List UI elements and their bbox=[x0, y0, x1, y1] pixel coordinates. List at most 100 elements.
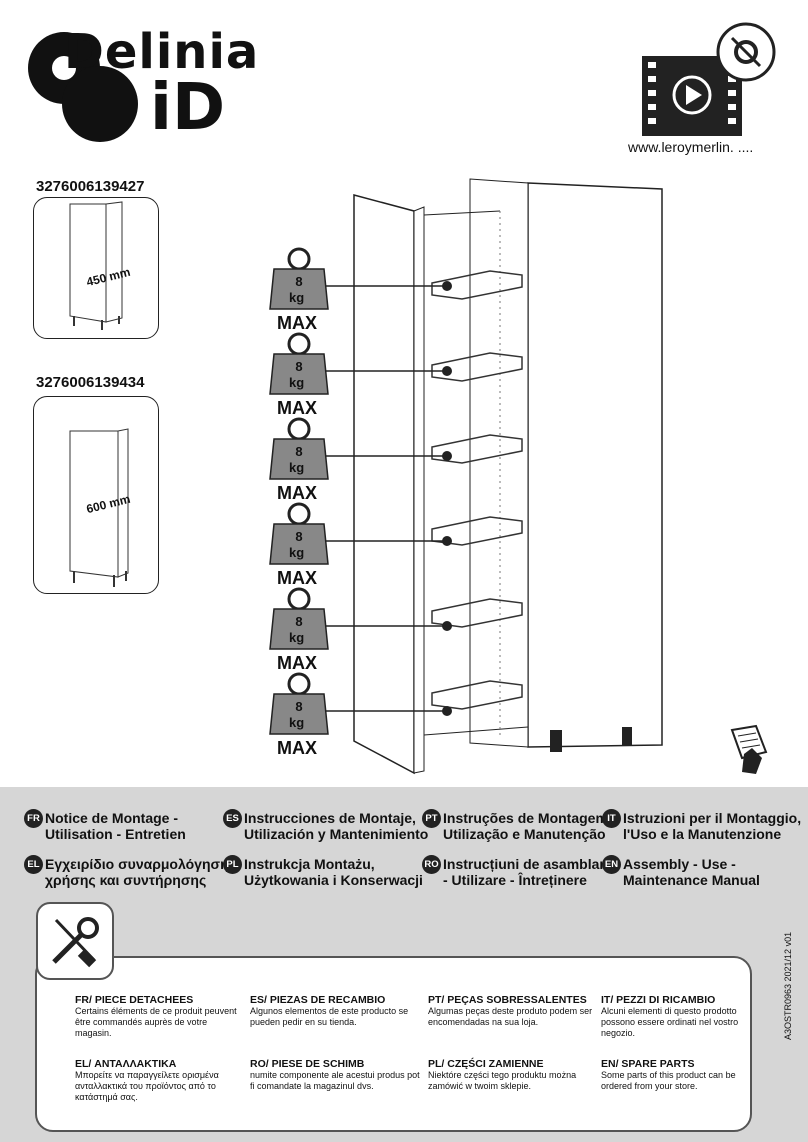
title-pl: PL Instrukcja Montażu,Użytkowania i Kons… bbox=[223, 855, 423, 888]
title-line: Notice de Montage - bbox=[45, 810, 179, 826]
lang-badge: EN bbox=[602, 855, 621, 874]
lang-badge: PL bbox=[223, 855, 242, 874]
title-pt: PT Instruções de Montagem,Utilização e M… bbox=[422, 809, 612, 842]
tools-box bbox=[36, 902, 114, 980]
weight-unit: kg bbox=[289, 460, 305, 475]
spare-text: Niektóre części tego produktu można zamó… bbox=[428, 1070, 577, 1091]
spare-text: Alcuni elementi di questo prodotto posso… bbox=[601, 1006, 739, 1038]
product-code-600: 3276006139434 bbox=[36, 374, 145, 391]
video-icon bbox=[642, 22, 776, 136]
cabinet-600-box: 600 mm bbox=[33, 396, 159, 594]
weight-value: 8 bbox=[295, 614, 303, 629]
spare-text: Algumas peças deste produto podem ser en… bbox=[428, 1006, 593, 1027]
pointer-line bbox=[325, 621, 452, 631]
weight-max: MAX bbox=[277, 313, 317, 333]
weight-max: MAX bbox=[277, 738, 317, 758]
website-url: www.leroymerlin. .... bbox=[628, 139, 754, 155]
title-line: - Utilizare - Întreținere bbox=[443, 872, 587, 888]
title-line: Instrucțiuni de asamblare bbox=[443, 856, 613, 872]
weight-max: MAX bbox=[277, 483, 317, 503]
title-line: Utilisation - Entretien bbox=[45, 826, 186, 842]
pointer-line bbox=[325, 706, 452, 716]
spare-heading: FR/ PIECE DETACHEES bbox=[75, 994, 194, 1006]
title-es: ES Instrucciones de Montaje,Utilización … bbox=[223, 809, 429, 842]
weight-max: MAX bbox=[277, 653, 317, 673]
title-line: Assembly - Use - bbox=[623, 856, 736, 872]
spare-heading: IT/ PEZZI DI RICAMBIO bbox=[601, 994, 716, 1006]
title-line: Użytkowania i Konserwacji bbox=[244, 872, 423, 888]
spare-ro: RO/ PIESE DE SCHIMB numite componente al… bbox=[250, 1058, 420, 1092]
lang-badge: ES bbox=[223, 809, 242, 828]
weight-value: 8 bbox=[295, 444, 303, 459]
title-en: EN Assembly - Use -Maintenance Manual bbox=[602, 855, 760, 888]
title-it: IT Istruzioni per il Montaggio,l'Uso e l… bbox=[602, 809, 802, 842]
weight-value: 8 bbox=[295, 274, 303, 289]
weight-limits: 8 kg MAX 8 kg MAX 8 kg MAX 8 kg MAX bbox=[265, 245, 455, 765]
title-line: Instrukcja Montażu, bbox=[244, 856, 375, 872]
spare-heading: PL/ CZĘŚCI ZAMIENNE bbox=[428, 1058, 544, 1070]
spare-heading: RO/ PIESE DE SCHIMB bbox=[250, 1058, 365, 1070]
title-line: Instruções de Montagem, bbox=[443, 810, 612, 826]
weight-unit: kg bbox=[289, 630, 305, 645]
spare-text: Algunos elementos de este producto se pu… bbox=[250, 1006, 409, 1027]
weight-unit: kg bbox=[289, 375, 305, 390]
title-line: Instrucciones de Montaje, bbox=[244, 810, 416, 826]
spare-pt: PT/ PEÇAS SOBRESSALENTES Algumas peças d… bbox=[428, 994, 598, 1028]
spare-es: ES/ PIEZAS DE RECAMBIO Algunos elementos… bbox=[250, 994, 420, 1028]
spare-heading: PT/ PEÇAS SOBRESSALENTES bbox=[428, 994, 587, 1006]
weight-max: MAX bbox=[277, 568, 317, 588]
spare-el: EL/ ΑΝΤΑΛΛΑΚΤΙΚΑ Μπορείτε να παραγγείλετ… bbox=[75, 1058, 225, 1103]
title-el: EL Εγχειρίδιο συναρμολόγησης,χρήσης και … bbox=[24, 855, 240, 888]
weight-value: 8 bbox=[295, 359, 303, 374]
cabinet-450-drawing bbox=[69, 201, 123, 330]
title-line: Istruzioni per il Montaggio, bbox=[623, 810, 802, 826]
spare-text: Certains éléments de ce produit peuvent … bbox=[75, 1006, 237, 1038]
weight-max: MAX bbox=[277, 398, 317, 418]
pointer-line bbox=[325, 366, 452, 376]
weight-unit: kg bbox=[289, 715, 305, 730]
spare-parts-panel bbox=[35, 956, 752, 1132]
title-ro: RO Instrucțiuni de asamblare- Utilizare … bbox=[422, 855, 613, 888]
spare-heading: EL/ ΑΝΤΑΛΛΑΚΤΙΚΑ bbox=[75, 1058, 177, 1070]
spare-it: IT/ PEZZI DI RICAMBIO Alcuni elementi di… bbox=[601, 994, 741, 1039]
logo-mark-icon bbox=[28, 32, 138, 142]
weight-unit: kg bbox=[289, 290, 305, 305]
title-line: Maintenance Manual bbox=[623, 872, 760, 888]
weight-icon bbox=[269, 502, 329, 565]
cabinet-600-drawing bbox=[69, 428, 129, 587]
title-line: χρήσης και συντήρησης bbox=[45, 872, 207, 888]
spare-fr: FR/ PIECE DETACHEES Certains éléments de… bbox=[75, 994, 245, 1039]
weight-unit: kg bbox=[289, 545, 305, 560]
title-line: l'Uso e la Manutenzione bbox=[623, 826, 782, 842]
lang-badge: EL bbox=[24, 855, 43, 874]
spare-heading: ES/ PIEZAS DE RECAMBIO bbox=[250, 994, 386, 1006]
spare-text: Μπορείτε να παραγγείλετε ορισμένα ανταλλ… bbox=[75, 1070, 219, 1102]
lang-badge: PT bbox=[422, 809, 441, 828]
spare-pl: PL/ CZĘŚCI ZAMIENNE Niektóre części tego… bbox=[428, 1058, 578, 1092]
tools-icon bbox=[52, 917, 99, 968]
document-reference: A3OSTR0963 2021/12 v01 bbox=[783, 931, 793, 1040]
pointer-line bbox=[325, 451, 452, 461]
lang-badge: FR bbox=[24, 809, 43, 828]
title-line: Utilización y Mantenimiento bbox=[244, 826, 429, 842]
spare-en: EN/ SPARE PARTS Some parts of this produ… bbox=[601, 1058, 741, 1092]
read-manual-icon bbox=[730, 724, 768, 774]
pointer-line bbox=[325, 281, 452, 291]
spare-text: Some parts of this product can be ordere… bbox=[601, 1070, 736, 1091]
weight-icon bbox=[269, 587, 329, 650]
lang-badge: RO bbox=[422, 855, 441, 874]
spare-text: numite componente ale acestui produs pot… bbox=[250, 1070, 420, 1091]
product-code-450: 3276006139427 bbox=[36, 178, 145, 195]
weight-icon bbox=[269, 247, 329, 310]
weight-value: 8 bbox=[295, 529, 303, 544]
spare-heading: EN/ SPARE PARTS bbox=[601, 1058, 695, 1070]
pointer-line bbox=[325, 536, 452, 546]
brand-name: Delinia bbox=[64, 24, 260, 80]
title-line: Εγχειρίδιο συναρμολόγησης, bbox=[45, 856, 240, 872]
weight-icon bbox=[269, 672, 329, 735]
weight-value: 8 bbox=[295, 699, 303, 714]
weight-icon bbox=[269, 332, 329, 395]
brand-id: iD bbox=[150, 71, 226, 145]
title-line: Utilização e Manutenção bbox=[443, 826, 606, 842]
title-fr: FR Notice de Montage -Utilisation - Entr… bbox=[24, 809, 186, 842]
